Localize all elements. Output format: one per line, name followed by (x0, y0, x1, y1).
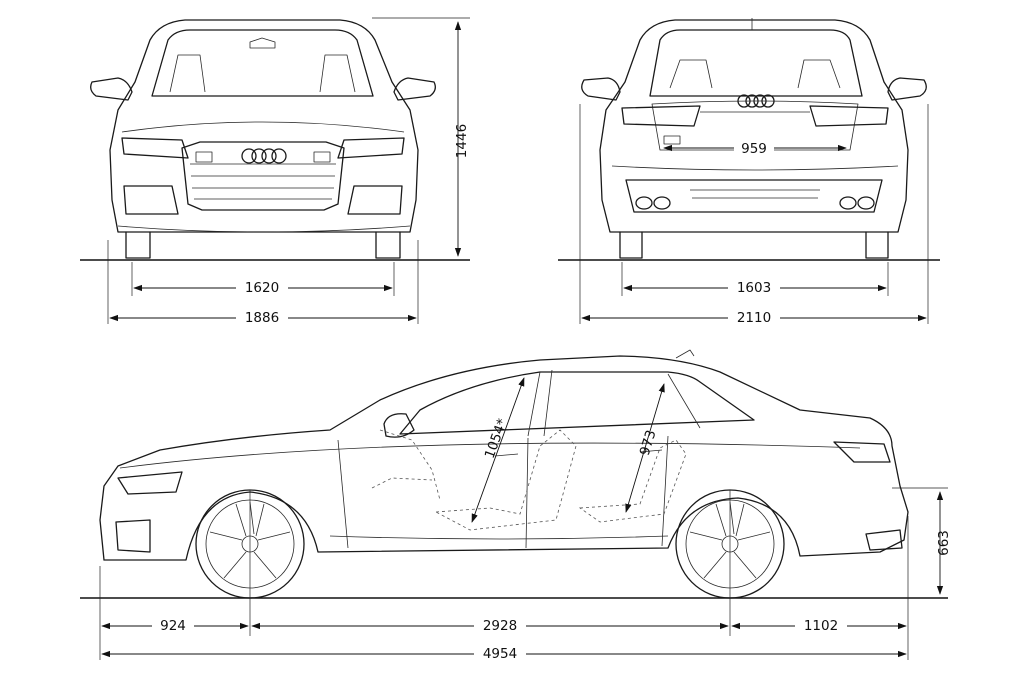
rear-right-tire (865, 231, 889, 259)
steering-wheel-dashed (371, 429, 441, 501)
rear-body-outline (599, 19, 909, 233)
front-headroom-label: 1054* (482, 416, 511, 460)
front-seats (169, 54, 356, 93)
rear-window (649, 29, 863, 97)
side-mirror (383, 413, 415, 438)
front-right-air-intake (347, 185, 403, 215)
front-seat-dashed (434, 429, 577, 531)
rear-view: 959 1603 2110 (558, 18, 940, 326)
side-exhaust (865, 529, 903, 551)
height-label: 1446 (454, 124, 470, 158)
front-body-outline (109, 19, 419, 233)
front-width-label: 1886 (245, 310, 279, 326)
front-view: 1446 1620 1886 (80, 17, 470, 326)
shoulder-line (119, 442, 861, 469)
front-track-label: 1620 (245, 280, 279, 296)
side-headlight (117, 471, 183, 495)
rear-right-taillight (809, 105, 889, 127)
front-left-air-intake (123, 185, 179, 215)
trunk-lid (651, 100, 859, 151)
rear-track-label: 1603 (737, 280, 771, 296)
rear-seat-dashed (578, 439, 687, 523)
side-window-pillars (527, 369, 701, 437)
front-headroom-dimension-line (471, 377, 525, 523)
rocker-line (329, 535, 669, 540)
side-taillight (833, 441, 891, 463)
diffuser-fins (690, 189, 820, 199)
grille-slats (190, 163, 336, 200)
door-cuts (337, 435, 669, 549)
wheelbase-label: 2928 (483, 618, 517, 634)
front-right-mirror (393, 77, 436, 101)
hood-line (121, 121, 405, 133)
grille-sensor-right (313, 151, 331, 163)
side-window-frame (399, 371, 755, 435)
front-left-tire (125, 231, 151, 259)
front-grille (181, 141, 345, 211)
tailgate-width-label: 959 (741, 141, 767, 157)
rear-audi-rings-icon (737, 94, 775, 108)
loading-height-label: 663 (936, 530, 952, 556)
side-front-intake (115, 519, 151, 553)
rear-diffuser (625, 179, 883, 213)
front-splitter (117, 225, 411, 233)
rear-overhang-label: 1102 (804, 618, 838, 634)
rear-headrests (669, 59, 841, 89)
rear-left-tire (619, 231, 643, 259)
rear-headroom-dimension-line (625, 383, 665, 513)
front-left-mirror (90, 77, 133, 101)
rear-left-taillight (621, 105, 701, 127)
rear-view-mirror (249, 37, 276, 49)
front-audi-rings-icon (241, 148, 287, 164)
side-body-outline (99, 355, 909, 561)
mirror-width-label: 2110 (737, 310, 771, 326)
front-overhang-label: 924 (160, 618, 186, 634)
side-view: 1054* 973 663 924 2928 1102 4954 (80, 349, 952, 662)
s6-badge-icon (663, 135, 681, 145)
rear-headroom-label: 973 (637, 428, 660, 457)
rear-left-mirror (581, 77, 621, 101)
length-label: 4954 (483, 646, 517, 662)
shark-fin-antenna (675, 349, 695, 359)
grille-sensor-left (195, 151, 213, 163)
front-right-headlight (337, 137, 405, 159)
rear-bumper-line (611, 165, 899, 171)
rear-right-mirror (887, 77, 927, 101)
front-windshield (151, 29, 374, 97)
front-right-tire (375, 231, 401, 259)
front-left-headlight (121, 137, 189, 159)
exhaust-tips (635, 196, 875, 210)
